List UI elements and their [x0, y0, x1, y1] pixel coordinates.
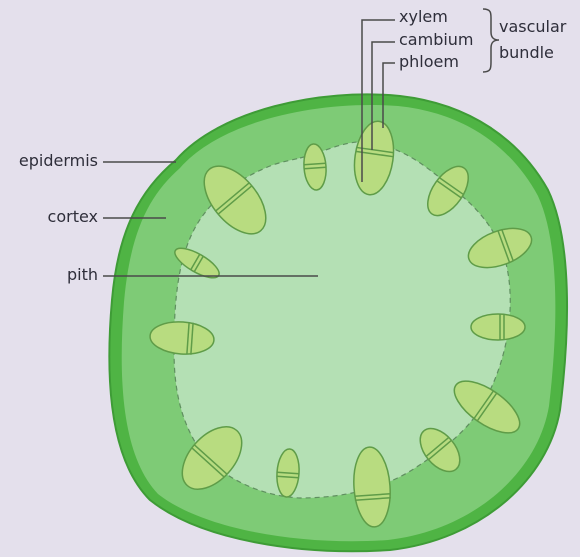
vascular-bundle [471, 314, 525, 340]
pith-label: pith [67, 266, 98, 284]
vascular-bundle-brace [483, 9, 499, 72]
vascular-label: vascular [499, 18, 566, 36]
bundle-label: bundle [499, 44, 554, 62]
cambium-label: cambium [399, 31, 474, 49]
epidermis-label: epidermis [19, 152, 98, 170]
xylem-label: xylem [399, 8, 448, 26]
phloem-label: phloem [399, 53, 459, 71]
cortex-label: cortex [48, 208, 98, 226]
